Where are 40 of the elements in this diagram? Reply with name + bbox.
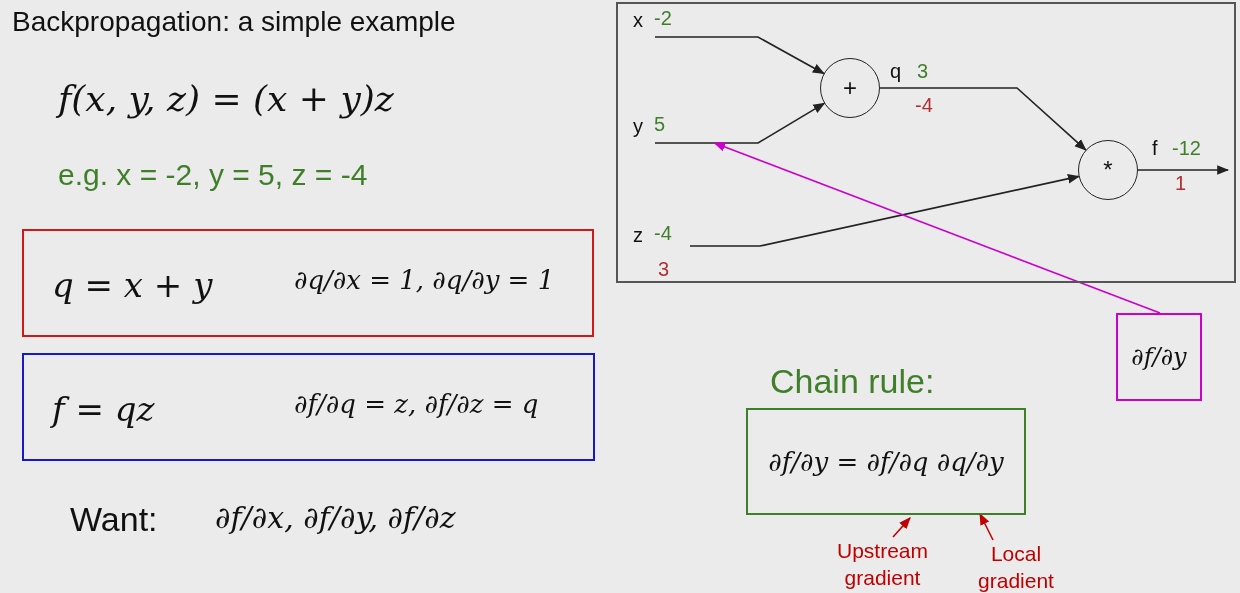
operator-symbol: + <box>843 74 857 102</box>
variable-label: y <box>633 115 643 138</box>
forward-value: -4 <box>654 222 672 245</box>
variable-label: x <box>633 9 643 32</box>
gradient-value: -4 <box>915 94 933 117</box>
variable-label: z <box>633 224 643 247</box>
gradient-value: 1 <box>1175 172 1187 195</box>
partial-derivatives: ∂f/∂x, ∂f/∂y, ∂f/∂z <box>215 500 456 535</box>
arrow <box>1137 165 1230 175</box>
arrow <box>654 36 825 75</box>
want-label: Want: <box>70 500 158 539</box>
example-values: e.g. x = -2, y = 5, z = -4 <box>58 158 368 192</box>
forward-value: -2 <box>654 7 672 30</box>
annotation: Local gradient <box>977 541 1055 593</box>
chain-rule-heading: Chain rule: <box>770 362 935 401</box>
gradient-value: 3 <box>658 258 670 281</box>
wire-label: f <box>1152 137 1158 160</box>
graph-panel <box>616 2 1236 283</box>
arrow <box>713 142 1161 314</box>
equation: ∂q/∂x = 1, ∂q/∂y = 1 <box>294 265 555 295</box>
slide-title: Backpropagation: a simple example <box>12 6 456 38</box>
annotation: Upstream gradient <box>836 538 929 591</box>
forward-value: -12 <box>1172 137 1201 160</box>
leader-arrow <box>979 512 994 541</box>
equation: ∂f/∂q = z, ∂f/∂z = q <box>294 389 539 419</box>
gradient-box <box>1116 313 1202 401</box>
equation: f = qz <box>52 389 155 429</box>
chain-rule-formula: ∂f/∂y = ∂f/∂q ∂q/∂y <box>768 446 1004 477</box>
arrow <box>879 87 1087 151</box>
equation-box <box>22 229 594 337</box>
wire-label: q <box>890 60 902 83</box>
forward-value: 5 <box>654 113 666 136</box>
forward-value: 3 <box>917 60 929 83</box>
arrow <box>654 102 826 144</box>
arrow <box>689 174 1080 247</box>
leader-arrow <box>892 517 911 538</box>
equation-box <box>22 353 595 461</box>
partial-derivative: ∂f/∂y <box>1131 343 1187 371</box>
operator-symbol: * <box>1103 156 1113 184</box>
equation: q = x + y <box>52 265 213 305</box>
